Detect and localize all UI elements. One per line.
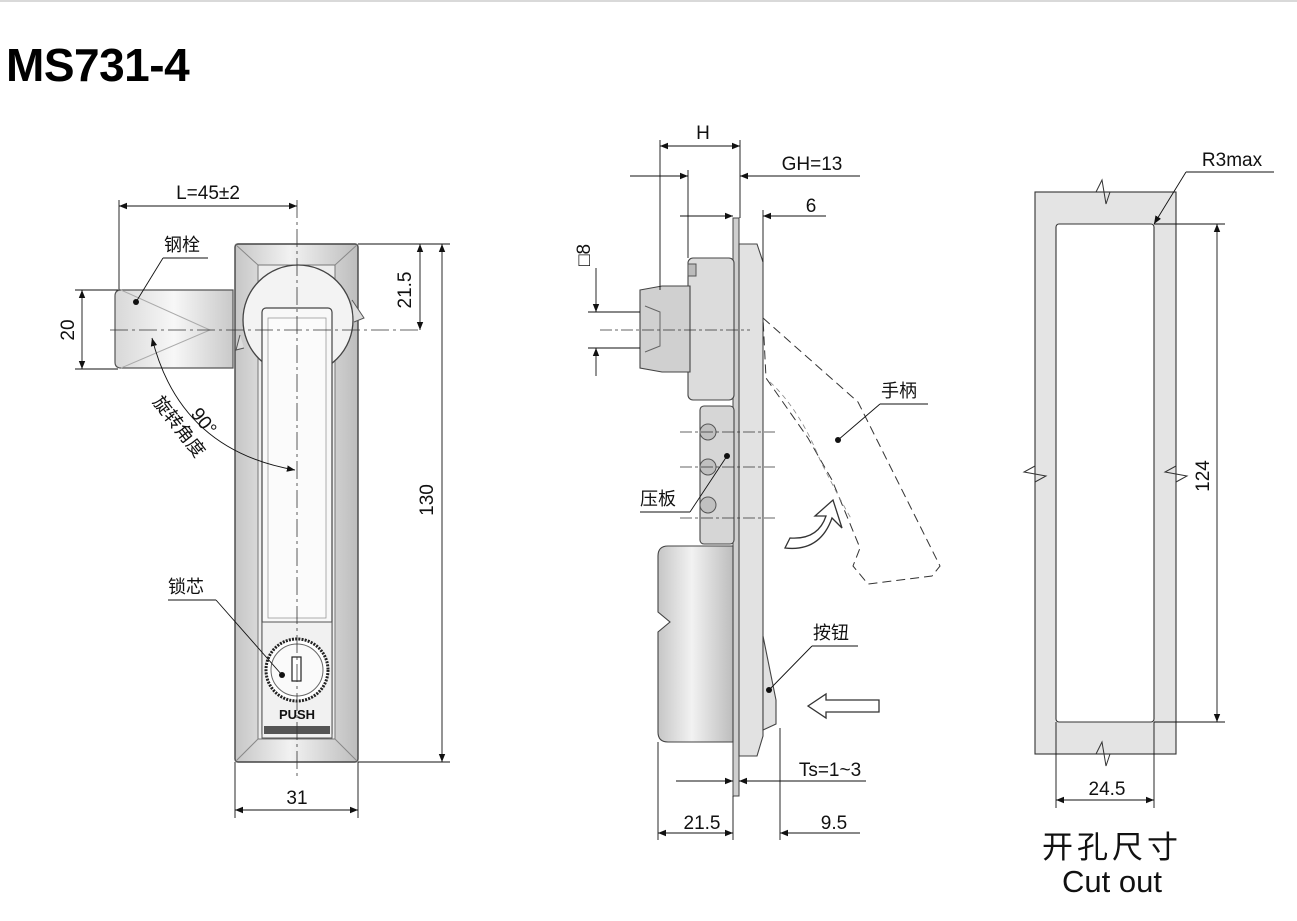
handle-swung xyxy=(762,316,941,585)
dim-6: 6 xyxy=(806,196,817,217)
label-button: 按钮 xyxy=(813,623,849,644)
dim-gh: GH=13 xyxy=(782,154,843,175)
model-title: MS731-4 xyxy=(6,39,190,91)
steel-bolt xyxy=(114,289,234,369)
cutout-view: R3max 124 24.5 xyxy=(1022,150,1274,808)
dim-9-5: 9.5 xyxy=(821,813,847,834)
dim-130: 130 xyxy=(417,484,438,516)
label-pressure-plate: 压板 xyxy=(640,489,676,510)
cutout-hole xyxy=(1055,223,1155,723)
dim-21-5: 21.5 xyxy=(395,272,416,309)
front-view: PUSH L=45±2 20 21.5 130 31 钢栓 xyxy=(58,183,450,818)
label-steel-bolt: 钢栓 xyxy=(164,235,200,256)
dim-31: 31 xyxy=(286,788,307,809)
dim-side-21-5: 21.5 xyxy=(684,813,721,834)
dim-ts: Ts=1~3 xyxy=(799,760,861,781)
rotate-arrow-icon xyxy=(784,498,843,550)
push-text: PUSH xyxy=(279,707,315,722)
push-direction-arrow-icon xyxy=(806,692,880,720)
dim-124: 124 xyxy=(1193,460,1214,492)
dim-length: L=45±2 xyxy=(176,183,240,204)
top-rule xyxy=(0,0,1297,2)
dim-20: 20 xyxy=(58,319,79,340)
label-handle: 手柄 xyxy=(881,381,917,402)
dim-r3max: R3max xyxy=(1202,150,1263,171)
push-button xyxy=(762,635,777,731)
side-view: H GH=13 6 □8 手柄 压板 按钮 Ts= xyxy=(574,123,941,840)
dim-h: H xyxy=(696,123,710,144)
cutout-caption-en: Cut out xyxy=(1062,864,1162,899)
cutout-caption-cn: 开孔尺寸 xyxy=(1042,830,1182,866)
dim-square-8: □8 xyxy=(574,244,595,266)
label-lock-core: 锁芯 xyxy=(168,577,204,598)
dim-24-5: 24.5 xyxy=(1089,779,1126,800)
